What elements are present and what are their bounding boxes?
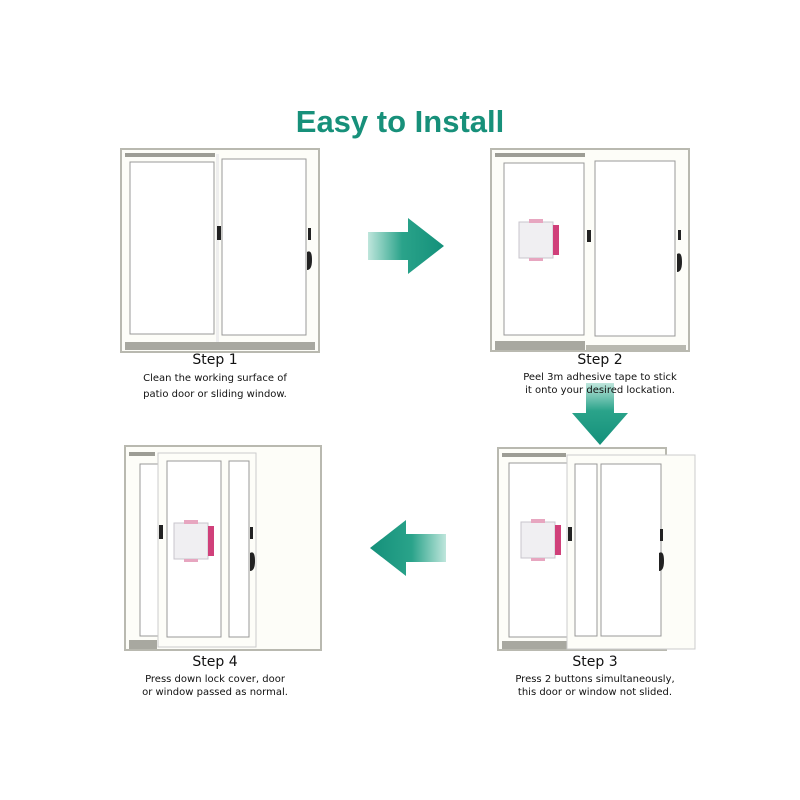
step-desc-line: Peel 3m adhesive tape to stick [523, 372, 677, 383]
step-label: Step 2 [577, 352, 623, 368]
step-label: Step 4 [192, 654, 238, 670]
step-desc-line: patio door or sliding window. [143, 389, 287, 400]
step-desc-line: Clean the working surface of [143, 373, 287, 384]
step-desc-line: it onto your desired lockation. [525, 385, 675, 396]
latch-icon [217, 226, 221, 240]
lock-icon [173, 519, 215, 563]
step-desc-line: Press 2 buttons simultaneously, [515, 674, 675, 685]
step-1-caption: Step 1 Clean the working surface of pati… [115, 352, 315, 403]
page-title: Easy to Install [295, 104, 505, 139]
step-2-caption: Step 2 Peel 3m adhesive tape to stick it… [500, 352, 700, 397]
step-desc-line: this door or window not slided. [517, 687, 673, 698]
window-step-2 [490, 148, 690, 352]
window-step-3 [497, 447, 696, 651]
step-label: Step 1 [192, 352, 238, 368]
arrow-down-icon [572, 383, 628, 445]
step-desc-line: Press down lock cover, door [145, 674, 285, 685]
lock-icon [518, 218, 560, 262]
handle-icon [307, 251, 312, 270]
arrow-right-icon [368, 218, 444, 274]
window-step-4 [124, 445, 322, 651]
step-desc-line: or window passed as normal. [142, 687, 288, 698]
arrow-left-icon [370, 520, 446, 576]
step-3-caption: Step 3 Press 2 buttons simultaneously, t… [495, 654, 695, 699]
step-label: Step 3 [572, 654, 618, 670]
step-4-caption: Step 4 Press down lock cover, door or wi… [115, 654, 315, 699]
lock-icon [520, 518, 562, 562]
window-step-1 [120, 148, 320, 353]
